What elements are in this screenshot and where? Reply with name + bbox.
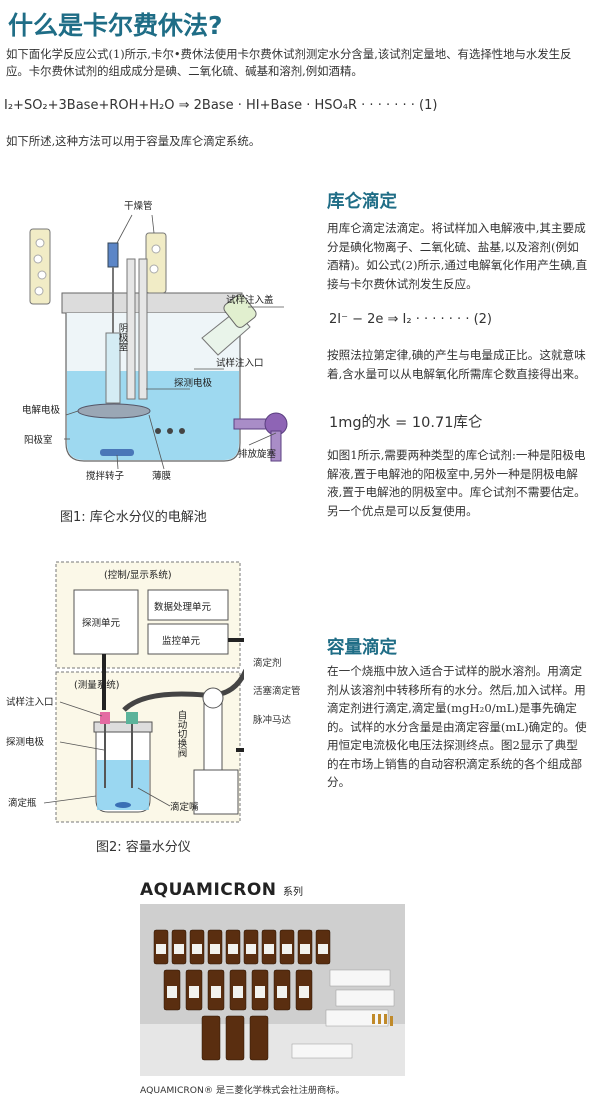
drying-tube-right <box>145 232 167 294</box>
piston-burette <box>203 699 223 771</box>
page-title: 什么是卡尔费休法? <box>8 11 223 40</box>
label-titrant: 滴定剂 <box>253 658 282 669</box>
detector-rod-1 <box>126 258 136 400</box>
label-control-box: (控制/显示系统) <box>104 569 172 581</box>
electrode-cap <box>126 712 138 724</box>
detector-rod-2 <box>138 258 148 400</box>
method-note: 如下所述,这种方法可以用于容量及库仑滴定系统。 <box>6 134 261 148</box>
intro-paragraph: 如下面化学反应公式(1)所示,卡尔•费休法使用卡尔费休试剂测定水分含量,该试剂定… <box>6 47 572 78</box>
volumetric-titrator-diagram: (控制/显示系统) 探测单元 数据处理单元 监控单元 (测量系统) 自动切换阀 … <box>6 561 256 823</box>
section-heading-coulometric: 库仑滴定 <box>327 192 397 212</box>
label-piston-burette: 活塞滴定管 <box>253 686 301 697</box>
cathode-cap <box>107 242 119 268</box>
label-detector-electrode: 探测电极 <box>6 736 45 748</box>
label-electrolysis-electrode: 电解电极 <box>22 404 61 416</box>
monitor-unit-box <box>147 623 229 655</box>
electrolysis-electrode <box>77 403 151 419</box>
coulometric-paragraph-2: 按照法拉第定律,碘的产生与电量成正比。这就意味着,含水量可以从电解氧化所需库仑数… <box>327 348 586 381</box>
stir-bar <box>115 802 131 808</box>
label-detector-electrode: 探测电极 <box>174 377 213 389</box>
label-measure-box: (测量系统) <box>74 679 119 691</box>
coulometric-cell-diagram: 干燥管 试样注入盖 试样注入口 探测电极 电解电极 阳极室 排放旋塞 搅拌转子 … <box>22 200 288 482</box>
figure-1: 干燥管 试样注入盖 试样注入口 探测电极 电解电极 阳极室 排放旋塞 搅拌转子 … <box>14 193 304 498</box>
equation-1: I₂+SO₂+3Base+ROH+H₂O ⇒ 2Base · HI+Base ·… <box>4 98 438 113</box>
label-auto-switch: 自动切换阀 <box>176 709 188 758</box>
bottle-labels <box>156 944 328 998</box>
figure-2-caption: 图2: 容量水分仪 <box>96 840 191 855</box>
label-detector-unit: 探测单元 <box>82 617 121 629</box>
sample-port-cap <box>100 712 110 724</box>
label-nozzle: 滴定嘴 <box>170 801 199 813</box>
coulometric-paragraph-1: 用库仑滴定法滴定。将试样加入电解液中,其主要成分是碘化物离子、二氧化硫、盐基,以… <box>327 221 588 291</box>
label-membrane: 薄膜 <box>152 470 172 482</box>
volumetric-paragraph: 在一个烧瓶中放入适合于试样的脱水溶剂。用滴定剂从该溶剂中转移所有的水分。然后,加… <box>327 664 587 789</box>
equation-3: 1mg的水 = 10.71库仑 <box>329 415 483 431</box>
drying-tube-left <box>29 228 51 305</box>
sample-cap <box>223 294 257 328</box>
vessel-lid <box>61 292 243 314</box>
stirrer-bar <box>100 449 134 456</box>
ampoules <box>372 1014 393 1026</box>
label-pulse-motor: 脉冲马达 <box>253 715 292 726</box>
label-sample-port: 试样注入口 <box>216 357 264 369</box>
brand-row: AQUAMICRON 系列 <box>140 880 405 900</box>
brand-series: 系列 <box>282 887 303 898</box>
figure-1-caption: 图1: 库仑水分仪的电解池 <box>60 510 207 525</box>
label-drain-valve: 排放旋塞 <box>238 448 277 460</box>
trademark-note: AQUAMICRON® 是三菱化学株式会社注册商标。 <box>140 1085 345 1096</box>
label-monitor-unit: 监控单元 <box>162 635 201 647</box>
label-drying-tube: 干燥管 <box>124 200 153 212</box>
figure-2: (控制/显示系统) 探测单元 数据处理单元 监控单元 (测量系统) 自动切换阀 … <box>4 560 256 835</box>
equation-2: 2I⁻ − 2e ⇒ I₂ · · · · · · · (2) <box>329 312 492 327</box>
auto-switch-valve <box>202 687 224 709</box>
label-anode-chamber: 阳极室 <box>24 434 53 446</box>
label-sample-port: 试样注入口 <box>6 696 54 708</box>
pulse-motor-box <box>193 769 239 815</box>
brand-name: AQUAMICRON <box>140 880 277 900</box>
cathode-chamber-tube <box>105 332 121 404</box>
product-block: AQUAMICRON 系列 <box>140 880 405 1096</box>
label-stirrer: 搅拌转子 <box>86 470 125 482</box>
data-unit-box <box>147 589 229 621</box>
label-sample-cap: 试样注入盖 <box>226 294 274 306</box>
product-photo <box>140 904 405 1076</box>
detector-unit-box <box>73 589 139 655</box>
label-flask: 滴定瓶 <box>8 797 37 809</box>
label-data-unit: 数据处理单元 <box>154 601 212 613</box>
section-heading-volumetric: 容量滴定 <box>327 638 397 658</box>
label-cathode-chamber: 阴极室 <box>117 323 129 352</box>
reagent-bottles-image <box>140 904 405 1076</box>
coulometric-paragraph-3: 如图1所示,需要两种类型的库仑试剂:一种是阳极电解液,置于电解池的阳极室中,另外… <box>327 448 586 518</box>
